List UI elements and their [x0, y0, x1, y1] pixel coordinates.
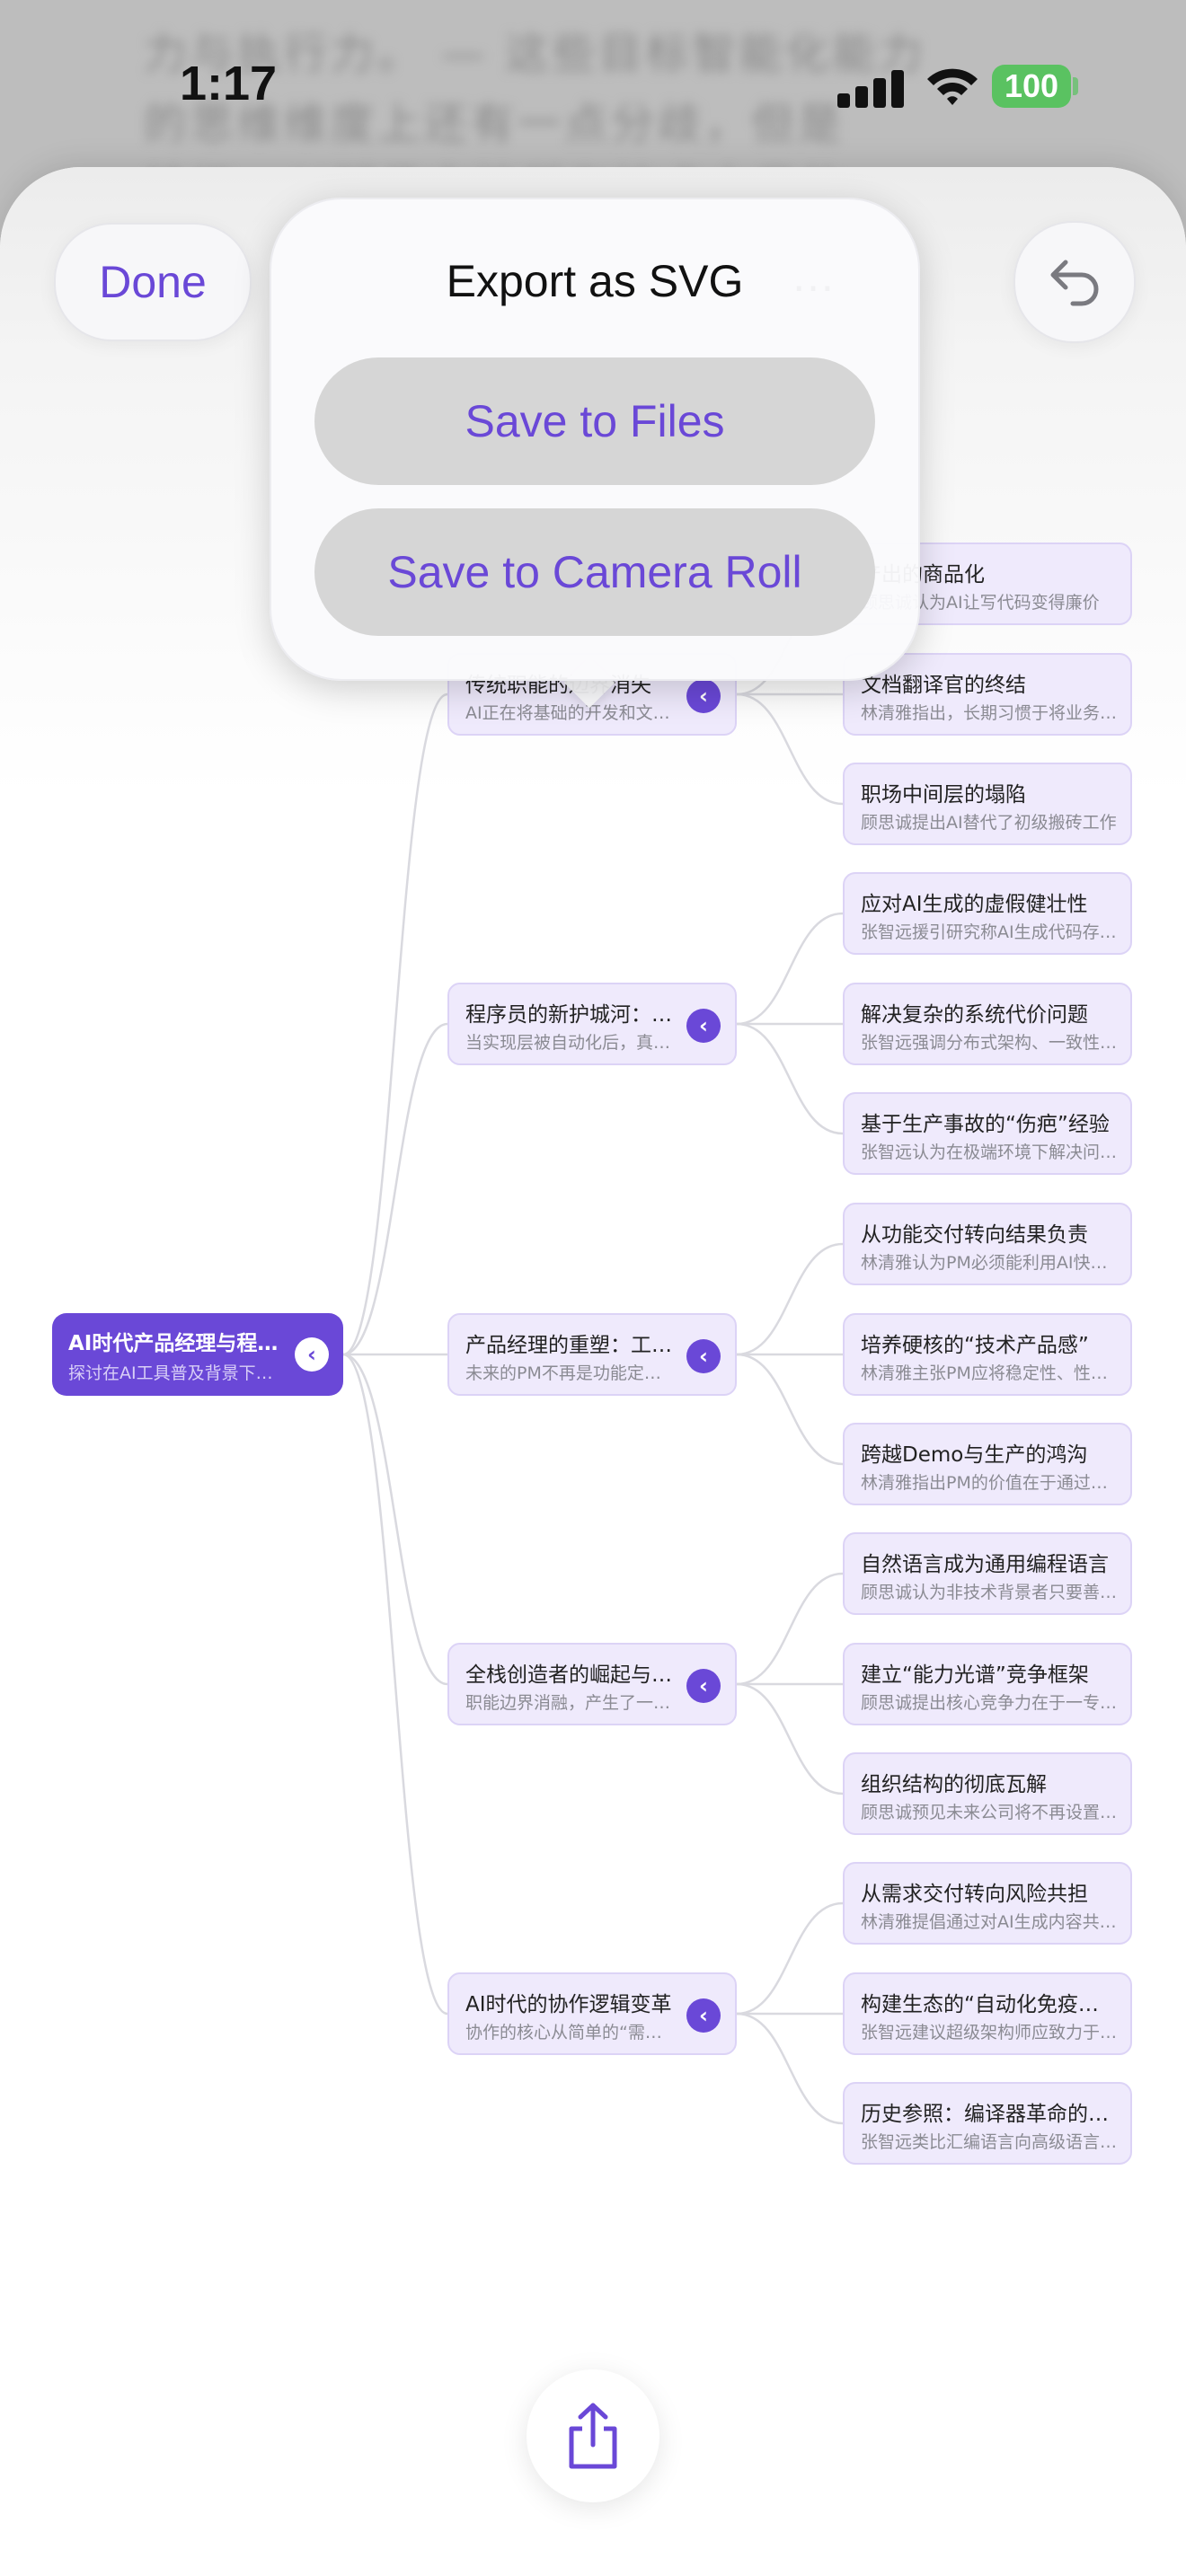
popover-title: Export as SVG [446, 256, 744, 306]
branch-node-subtitle: 职能边界消融，产生了一种新的角色 [465, 1693, 677, 1713]
leaf-node-subtitle: 顾思诚预见未来公司将不再设置职能部门 [861, 1803, 1118, 1822]
cellular-signal-icon [837, 70, 904, 108]
leaf-node-subtitle: 张智远建议超级架构师应致力于建设 [861, 2023, 1118, 2042]
collapse-chevron-icon[interactable]: ‹ [686, 679, 721, 713]
undo-button[interactable] [1013, 221, 1136, 343]
root-node[interactable]: AI时代产品经理与程序员的变革 探讨在AI工具普及背景下的角色演变 ‹ [52, 1313, 343, 1396]
leaf-node[interactable]: 基于生产事故的“伤疤”经验 张智远认为在极端环境下解决问题的经验 [843, 1092, 1132, 1175]
export-popover: Export as SVG Save to Files Save to Came… [270, 198, 920, 681]
leaf-node-subtitle: 顾思诚提出核心竞争力在于一专多能 [861, 1693, 1118, 1713]
connector-line [736, 1572, 844, 1686]
leaf-node-subtitle: 张智远强调分布式架构、一致性等问题 [861, 1033, 1118, 1053]
leaf-node-title: 构建生态的“自动化免疫系统” [861, 1993, 1118, 2016]
branch-node-title: 全栈创造者的崛起与组织重构 [465, 1663, 677, 1687]
leaf-node-title: 应对AI生成的虚假健壮性 [861, 893, 1088, 916]
save-to-files-button[interactable]: Save to Files [314, 357, 875, 485]
branch-node-subtitle: 未来的PM不再是功能定义者 [465, 1363, 677, 1383]
leaf-node[interactable]: 从功能交付转向结果负责 林清雅认为PM必须能利用AI快速验证 [843, 1203, 1132, 1285]
branch-node-title: 程序员的新护城河：系统思维 [465, 1003, 677, 1027]
connector-line [342, 693, 448, 1356]
connector-line [736, 1682, 844, 1795]
leaf-node[interactable]: 从需求交付转向风险共担 林清雅提倡通过对AI生成内容共同审查 [843, 1862, 1132, 1945]
share-button[interactable] [527, 2369, 659, 2502]
leaf-node[interactable]: 培养硬核的“技术产品感” 林清雅主张PM应将稳定性、性能纳入考量 [843, 1313, 1132, 1396]
wifi-icon [927, 68, 978, 105]
root-node-subtitle: 探讨在AI工具普及背景下的角色演变 [68, 1363, 284, 1383]
branch-node[interactable]: 程序员的新护城河：系统思维 当实现层被自动化后，真正的价值在于 ‹ [447, 983, 737, 1065]
battery-tip [1073, 77, 1078, 95]
share-icon [569, 2403, 617, 2469]
leaf-node-subtitle: 林清雅提倡通过对AI生成内容共同审查 [861, 1912, 1118, 1932]
branch-node-subtitle: 当实现层被自动化后，真正的价值在于 [465, 1033, 677, 1053]
leaf-node-subtitle: 林清雅主张PM应将稳定性、性能纳入考量 [861, 1363, 1118, 1383]
leaf-node-title: 职场中间层的塌陷 [861, 783, 1026, 807]
save-to-camera-roll-button[interactable]: Save to Camera Roll [314, 508, 875, 636]
leaf-node[interactable]: 建立“能力光谱”竞争框架 顾思诚提出核心竞争力在于一专多能 [843, 1643, 1132, 1725]
connector-line [342, 1022, 448, 1356]
connector-line [736, 912, 844, 1026]
branch-node-subtitle: 协作的核心从简单的“需求传递”转变 [465, 2023, 677, 2042]
branch-node[interactable]: 产品经理的重塑：工程化思维 未来的PM不再是功能定义者 ‹ [447, 1313, 737, 1396]
branch-node-title: 产品经理的重塑：工程化思维 [465, 1334, 677, 1357]
leaf-node-title: 培养硬核的“技术产品感” [861, 1334, 1089, 1357]
leaf-node-subtitle: 张智远类比汇编语言向高级语言的演变 [861, 2132, 1118, 2152]
connector-line [736, 2012, 844, 2125]
leaf-node-subtitle: 林清雅指出PM的价值在于通过验证落地 [861, 1473, 1118, 1493]
leaf-node-title: 历史参照：编译器革命的启示 [861, 2103, 1118, 2126]
leaf-node[interactable]: 职场中间层的塌陷 顾思诚提出AI替代了初级搬砖工作 [843, 763, 1132, 845]
connector-line [736, 693, 844, 806]
leaf-node-title: 从需求交付转向风险共担 [861, 1883, 1088, 1906]
leaf-node[interactable]: 跨越Demo与生产的鸿沟 林清雅指出PM的价值在于通过验证落地 [843, 1423, 1132, 1505]
leaf-node[interactable]: 自然语言成为通用编程语言 顾思诚认为非技术背景者只要善用AI [843, 1532, 1132, 1615]
leaf-node-title: 跨越Demo与生产的鸿沟 [861, 1443, 1088, 1467]
battery-indicator: 100 [992, 65, 1071, 108]
leaf-node-subtitle: 林清雅指出，长期习惯于将业务需求转化 [861, 703, 1118, 723]
collapse-chevron-icon[interactable]: ‹ [686, 1669, 721, 1703]
collapse-chevron-icon[interactable]: ‹ [295, 1337, 329, 1372]
leaf-node-subtitle: 顾思诚提出AI替代了初级搬砖工作 [861, 813, 1117, 833]
branch-node[interactable]: AI时代的协作逻辑变革 协作的核心从简单的“需求传递”转变 ‹ [447, 1972, 737, 2055]
leaf-node[interactable]: 组织结构的彻底瓦解 顾思诚预见未来公司将不再设置职能部门 [843, 1752, 1132, 1835]
root-node-title: AI时代产品经理与程序员的变革 [68, 1332, 284, 1355]
background-text-line: 的思维维度上还有一点分歧，但是 [144, 99, 845, 149]
connector-line [736, 1353, 844, 1466]
leaf-node[interactable]: 历史参照：编译器革命的启示 张智远类比汇编语言向高级语言的演变 [843, 2082, 1132, 2165]
done-button[interactable]: Done [54, 223, 252, 341]
status-time: 1:17 [180, 57, 278, 110]
branch-node-subtitle: AI正在将基础的开发和文档工作自动化 [465, 703, 677, 723]
collapse-chevron-icon[interactable]: ‹ [686, 1009, 721, 1043]
leaf-node-title: 自然语言成为通用编程语言 [861, 1553, 1109, 1576]
status-bar: 1:17 100 [0, 0, 1186, 162]
connector-line [736, 1022, 844, 1135]
leaf-node-title: 建立“能力光谱”竞争框架 [861, 1663, 1089, 1687]
connector-line [736, 1901, 844, 2016]
leaf-node-title: 基于生产事故的“伤疤”经验 [861, 1113, 1110, 1136]
leaf-node-subtitle: 张智远援引研究称AI生成代码存在隐患 [861, 922, 1118, 942]
connector-line [342, 1353, 448, 2016]
leaf-node-subtitle: 张智远认为在极端环境下解决问题的经验 [861, 1142, 1118, 1162]
leaf-node[interactable]: 文档翻译官的终结 林清雅指出，长期习惯于将业务需求转化 [843, 653, 1132, 736]
leaf-node[interactable]: 解决复杂的系统代价问题 张智远强调分布式架构、一致性等问题 [843, 983, 1132, 1065]
leaf-node[interactable]: 构建生态的“自动化免疫系统” 张智远建议超级架构师应致力于建设 [843, 1972, 1132, 2055]
leaf-node-subtitle: 顾思诚认为非技术背景者只要善用AI [861, 1583, 1118, 1602]
branch-node[interactable]: 全栈创造者的崛起与组织重构 职能边界消融，产生了一种新的角色 ‹ [447, 1643, 737, 1725]
connector-line [736, 1242, 844, 1356]
connector-line [342, 1353, 448, 1686]
leaf-node-title: 文档翻译官的终结 [861, 674, 1026, 697]
undo-icon [1050, 260, 1099, 306]
leaf-node-subtitle: 林清雅认为PM必须能利用AI快速验证 [861, 1253, 1118, 1273]
collapse-chevron-icon[interactable]: ‹ [686, 1339, 721, 1373]
leaf-node-title: 从功能交付转向结果负责 [861, 1223, 1088, 1247]
collapse-chevron-icon[interactable]: ‹ [686, 1998, 721, 2033]
leaf-node[interactable]: 应对AI生成的虚假健壮性 张智远援引研究称AI生成代码存在隐患 [843, 872, 1132, 955]
background-text-line: 力与执行力。 — 这些目标智能化能力 [144, 29, 926, 79]
leaf-node-title: 解决复杂的系统代价问题 [861, 1003, 1088, 1027]
leaf-node-title: 组织结构的彻底瓦解 [861, 1773, 1047, 1796]
branch-node-title: AI时代的协作逻辑变革 [465, 1993, 672, 2016]
